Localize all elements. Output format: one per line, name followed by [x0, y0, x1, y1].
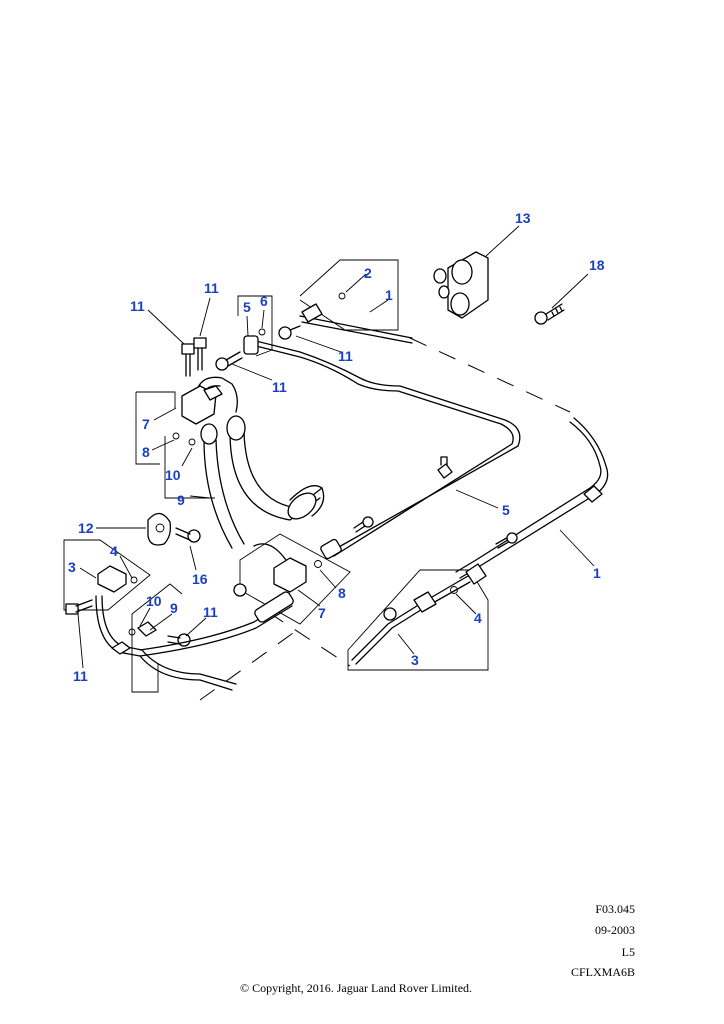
- o-rings-and-seals: [128, 292, 458, 636]
- callout-16: 16: [192, 571, 208, 587]
- pipe-1-assembly: [299, 303, 609, 585]
- callout-labels: 13 18 2 1 6 5 11 11 11 11 7 8 10 9 12 16…: [68, 210, 605, 684]
- callout-1-lower: 1: [593, 565, 601, 581]
- callout-3-left: 3: [68, 559, 76, 575]
- callout-10-lower: 10: [146, 593, 162, 609]
- pipe-3-assembly: [351, 575, 471, 665]
- callout-10-upper: 10: [165, 467, 181, 483]
- callout-5-lower: 5: [502, 502, 510, 518]
- callout-11-lower-mid: 11: [203, 604, 218, 620]
- connector-block-7: [233, 543, 307, 597]
- callout-9-lower: 9: [170, 600, 178, 616]
- callout-11-upper-right: 11: [338, 348, 353, 364]
- callout-4-left: 4: [110, 543, 118, 559]
- callout-7-lower: 7: [318, 605, 326, 621]
- callout-2: 2: [364, 265, 372, 281]
- callout-8-lower: 8: [338, 585, 346, 601]
- part-18-screw: [534, 303, 565, 325]
- callout-7-upper: 7: [142, 416, 150, 432]
- hoses-9: [200, 415, 325, 549]
- callout-11-left: 11: [130, 298, 145, 314]
- callout-9-upper: 9: [177, 492, 185, 508]
- callout-6: 6: [260, 293, 268, 309]
- leader-lines: [77, 225, 595, 669]
- callout-1-upper: 1: [385, 287, 393, 303]
- callout-12: 12: [78, 520, 94, 536]
- bolts-11: [65, 325, 518, 647]
- figure-reference: CFLXMA6B: [570, 965, 635, 979]
- part-12-bracket: [147, 512, 201, 546]
- reference-lines: [199, 337, 571, 701]
- pipe-5-assembly: [243, 335, 521, 560]
- part-13-valve-block: [433, 251, 489, 319]
- callout-11-mid: 11: [272, 379, 287, 395]
- callout-11-top: 11: [204, 280, 219, 296]
- pipe-5-fitting: [243, 335, 259, 355]
- lower-left-pipes: [95, 565, 294, 691]
- callout-18: 18: [589, 257, 605, 273]
- callout-5-upper: 5: [243, 299, 251, 315]
- detail-boxes: [63, 259, 489, 693]
- callout-3-right: 3: [411, 652, 419, 668]
- figure-date: 09-2003: [595, 923, 635, 937]
- callout-11-lower-left: 11: [73, 668, 88, 684]
- figure-code: F03.045: [595, 902, 635, 916]
- copyright-notice: © Copyright, 2016. Jaguar Land Rover Lim…: [239, 981, 473, 995]
- manifold-block: [181, 376, 238, 425]
- callout-13: 13: [515, 210, 531, 226]
- figure-level: L5: [621, 945, 635, 959]
- callout-4-right: 4: [474, 610, 482, 626]
- callout-8-upper: 8: [142, 444, 150, 460]
